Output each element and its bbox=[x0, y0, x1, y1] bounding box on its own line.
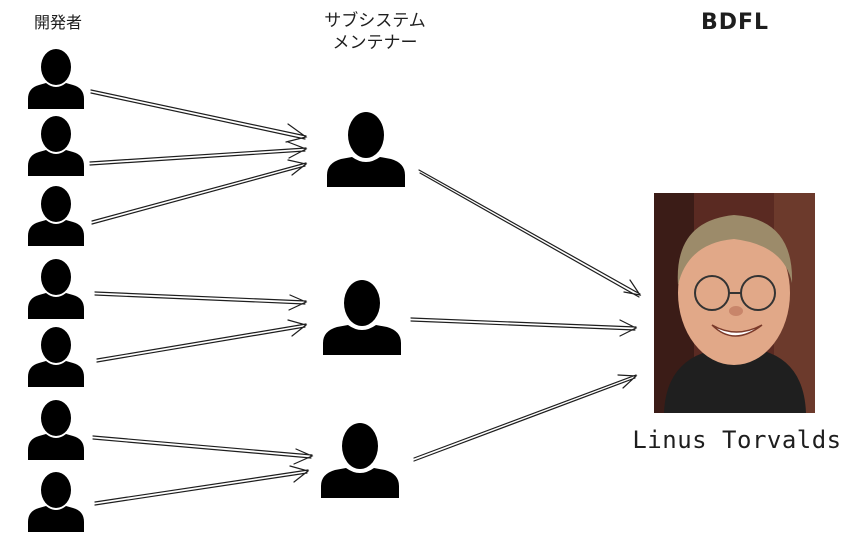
maintainer-icon bbox=[327, 112, 405, 187]
arrows bbox=[89, 89, 642, 506]
bdfl-photo bbox=[654, 193, 815, 413]
maintainers-label-line2: メンテナー bbox=[332, 33, 418, 53]
developer-icon bbox=[28, 186, 84, 246]
developer-icon bbox=[28, 116, 84, 176]
developer-icon bbox=[28, 400, 84, 460]
maintainer-icons bbox=[321, 112, 405, 498]
developer-icons bbox=[28, 49, 84, 532]
developer-icon bbox=[28, 49, 84, 109]
bdfl-portrait bbox=[654, 193, 815, 413]
bdfl-name: Linus Torvalds bbox=[632, 426, 842, 454]
developer-icon bbox=[28, 327, 84, 387]
maintainers-label: サブシステム メンテナー bbox=[300, 10, 450, 54]
developers-label: 開発者 bbox=[33, 13, 82, 32]
bdfl-label: BDFL bbox=[700, 10, 770, 35]
maintainer-icon bbox=[323, 280, 401, 355]
maintainer-icon bbox=[321, 423, 399, 498]
maintainers-label-line1: サブシステム bbox=[324, 11, 426, 31]
developer-icon bbox=[28, 472, 84, 532]
developer-icon bbox=[28, 259, 84, 319]
